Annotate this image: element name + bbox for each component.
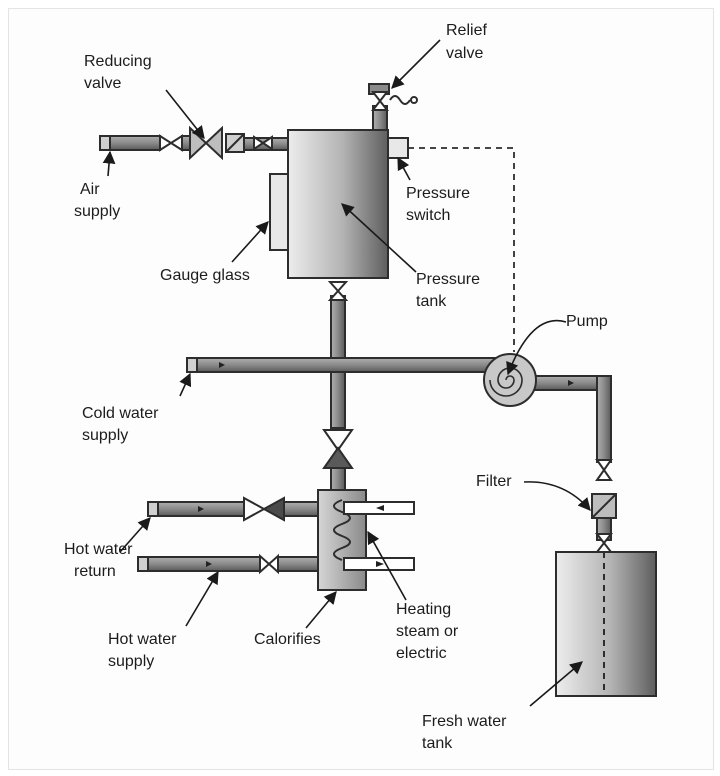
label-heating-line1: Heating	[396, 601, 451, 618]
label-heating-line3: electric	[396, 645, 447, 662]
label-pressure-tank-line1: Pressure	[416, 271, 480, 288]
heating-leader	[367, 530, 407, 601]
relief-valve-leader	[391, 39, 441, 89]
label-pump: Pump	[566, 313, 608, 330]
filter-leader	[523, 481, 591, 511]
label-reducing-valve-line2: valve	[84, 75, 121, 92]
supply-from-calorifier-pipe	[277, 556, 321, 572]
label-hot-water-return-line2: return	[74, 563, 116, 580]
pressure-tank-body	[287, 129, 389, 279]
labels: Relief valve Reducing valve Air supply P…	[64, 22, 608, 752]
label-air-supply-line1: Air	[80, 181, 100, 198]
label-calorifies: Calorifies	[254, 631, 321, 648]
fresh-water-tank-body	[555, 551, 657, 697]
label-relief-valve-line2: valve	[446, 45, 483, 62]
non-return-valve-bottom	[322, 446, 354, 469]
air-line-segment	[181, 135, 191, 151]
filter-riser-pipe	[596, 375, 612, 463]
pump-impeller-spiral	[489, 367, 523, 397]
return-to-calorifier-pipe	[283, 501, 321, 517]
fresh-water-tank-leader	[529, 661, 583, 707]
hot-water-return-flow-arrow	[198, 506, 204, 512]
heating-coil	[333, 499, 351, 561]
pressure-switch-box	[387, 137, 409, 159]
label-pressure-switch-line1: Pressure	[406, 185, 470, 202]
gauge-glass-tube	[269, 173, 289, 251]
hot-water-supply-pipe	[137, 556, 261, 572]
calorifier	[317, 489, 415, 591]
label-hot-water-return-line1: Hot water	[64, 541, 133, 558]
cold-water-pipe	[186, 357, 506, 373]
gauge-glass-leader	[231, 221, 269, 263]
calorifier-outlet-pipe	[330, 465, 346, 493]
pressure-switch-leader	[397, 156, 411, 181]
heating-tube-lower-arrow	[376, 561, 384, 567]
relief-valve-body	[370, 91, 390, 111]
hot-water-supply-leader	[185, 570, 219, 627]
hot-water-return-leader	[119, 517, 151, 553]
return-valve-left	[243, 496, 267, 522]
label-fresh-water-tank-line2: tank	[422, 735, 453, 752]
label-filter: Filter	[476, 473, 512, 490]
calorifier-body	[317, 489, 367, 591]
cold-water-leader	[179, 372, 192, 397]
hot-water-return-pipe	[147, 501, 245, 517]
label-cold-water-line1: Cold water	[82, 405, 159, 422]
label-fresh-water-tank-line1: Fresh water	[422, 713, 507, 730]
label-cold-water-line2: supply	[82, 427, 128, 444]
label-hot-water-supply-line2: supply	[108, 653, 154, 670]
air-filter-diagonal	[226, 134, 244, 152]
calorifies-leader	[305, 591, 337, 629]
label-relief-valve-line1: Relief	[446, 22, 487, 39]
air-supply-pipe-end	[99, 135, 111, 151]
pressure-switch-control-line	[408, 147, 515, 352]
relief-valve-spring	[389, 95, 411, 105]
relief-valve-lever	[410, 96, 418, 104]
non-return-valve-top	[322, 429, 354, 452]
leader-arrows	[102, 39, 591, 707]
label-reducing-valve-line1: Reducing	[84, 53, 152, 70]
pump-leader	[506, 319, 567, 376]
reducing-valve-body	[189, 125, 223, 161]
tank-inlet-valve	[253, 135, 273, 151]
reducing-valve-leader	[165, 89, 205, 140]
label-hot-water-supply-line1: Hot water	[108, 631, 177, 648]
pressure-tank-leader	[341, 203, 417, 273]
filter-inlet-valve	[595, 459, 613, 481]
air-supply-leader	[102, 150, 116, 177]
label-air-supply-line2: supply	[74, 203, 120, 220]
supply-valve	[259, 553, 279, 575]
fresh-water-tank	[555, 551, 657, 697]
filter-diagonal	[592, 494, 616, 518]
heating-tube-upper-arrow	[376, 505, 384, 511]
filter-outlet-valve	[594, 533, 614, 553]
label-pressure-switch-line2: switch	[406, 207, 450, 224]
label-gauge-glass: Gauge glass	[160, 267, 250, 284]
tank-outlet-valve	[327, 281, 349, 301]
cold-water-pipe-end	[186, 357, 198, 373]
label-pressure-tank-line2: tank	[416, 293, 447, 310]
pump-inlet-flow-arrow	[568, 380, 574, 386]
pump-casing	[483, 353, 537, 407]
hot-water-return-pipe-end	[147, 501, 159, 517]
hot-water-supply-flow-arrow	[206, 561, 212, 567]
hot-water-supply-pipe-end	[137, 556, 149, 572]
pump	[483, 353, 537, 407]
cold-water-flow-arrow	[219, 362, 225, 368]
pressure-tank	[269, 129, 515, 352]
air-gate-valve	[159, 134, 183, 152]
return-valve-right	[261, 496, 285, 522]
label-heating-line2: steam or	[396, 623, 459, 640]
